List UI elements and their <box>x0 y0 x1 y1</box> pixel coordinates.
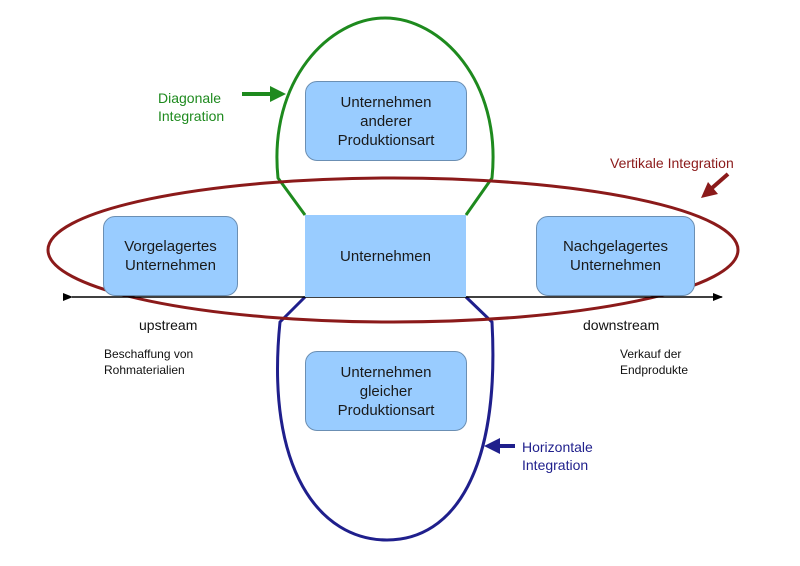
vertical-integration-label: Vertikale Integration <box>610 155 734 171</box>
diagonal-pointer-arrow <box>242 86 286 102</box>
downstream-description: Verkauf der Endprodukte <box>620 347 689 377</box>
center-company-box: Unternehmen <box>305 215 466 297</box>
downstream-label: downstream <box>583 317 660 333</box>
upstream-description: Beschaffung von Rohmaterialien <box>104 347 194 377</box>
horizontal-integration-label: Horizontale Integration <box>522 439 593 473</box>
upstream-company-box: Vorgelagertes Unternehmen <box>103 216 238 296</box>
horizontal-pointer-arrow <box>484 438 515 454</box>
same-production-company-box: Unternehmen gleicher Produktionsart <box>305 351 467 431</box>
vertical-pointer-arrow <box>701 172 730 198</box>
diagonal-integration-label: Diagonale Integration <box>158 90 225 124</box>
different-production-company-box: Unternehmen anderer Produktionsart <box>305 81 467 161</box>
upstream-label: upstream <box>139 317 198 333</box>
horizontal-integration-loop <box>276 295 495 542</box>
diagonal-integration-loop <box>275 16 495 216</box>
vertical-integration-ellipse <box>46 176 740 324</box>
downstream-company-box: Nachgelagertes Unternehmen <box>536 216 695 296</box>
